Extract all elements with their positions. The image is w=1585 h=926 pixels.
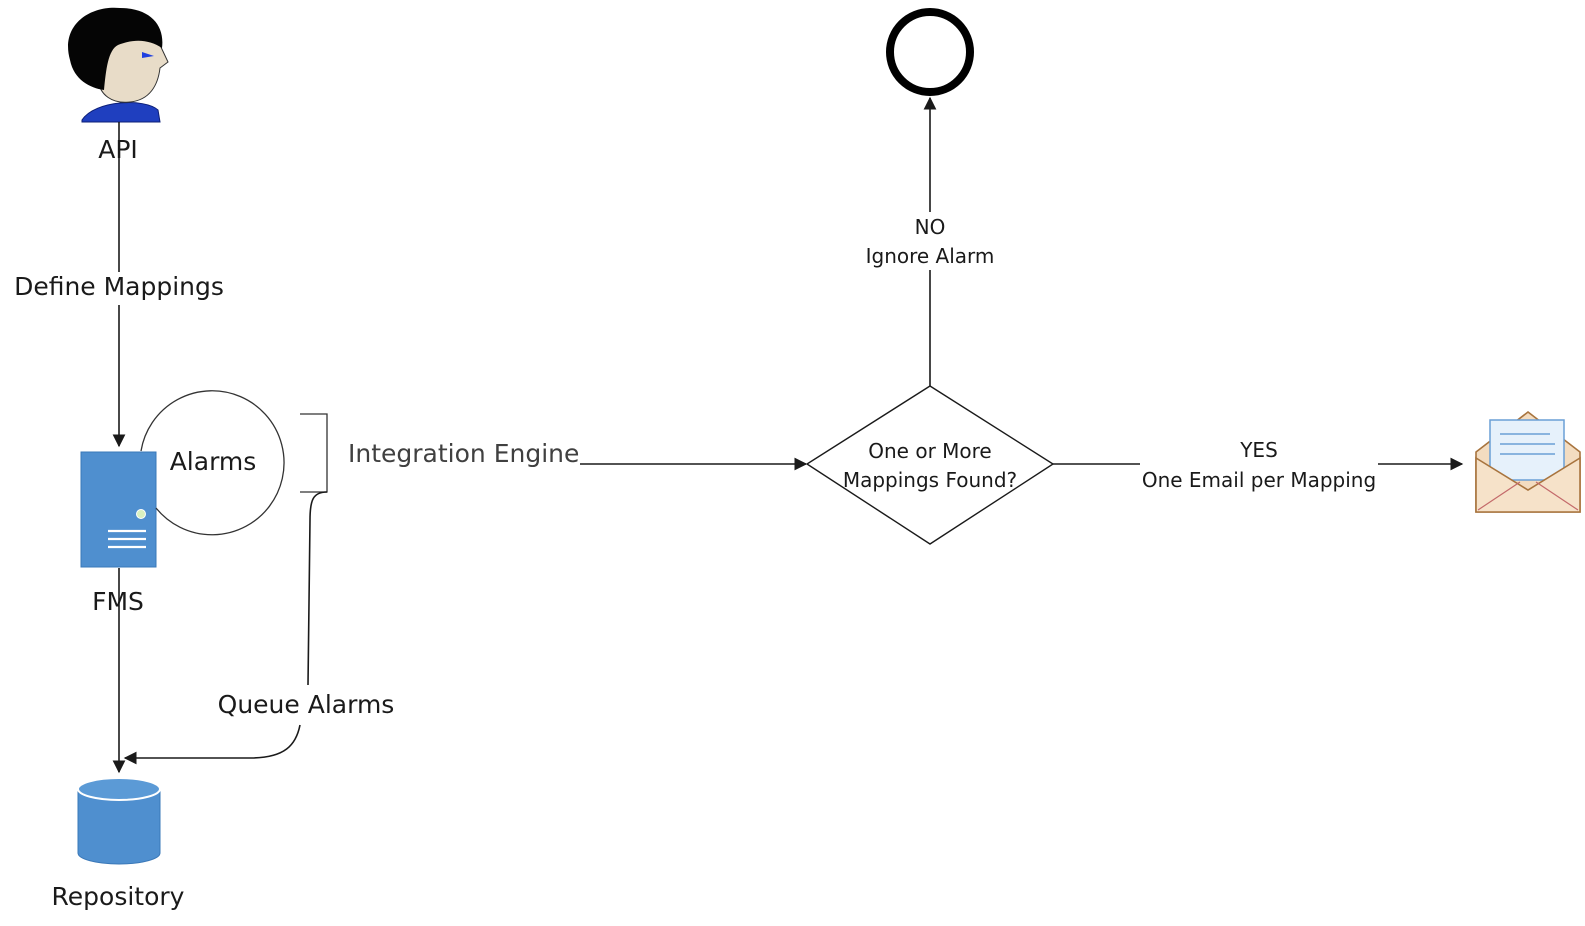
define-mappings-label: Define Mappings	[14, 272, 224, 301]
queue-alarms-label: Queue Alarms	[218, 690, 395, 719]
yes-branch-label-2: One Email per Mapping	[1142, 468, 1376, 492]
database-icon	[77, 777, 161, 865]
no-branch-label-1: NO	[915, 215, 946, 239]
integration-engine-bracket	[300, 413, 328, 493]
api-label: API	[98, 135, 138, 164]
decision-line-2: Mappings Found?	[843, 468, 1017, 492]
queue-alarms-edge	[307, 491, 328, 686]
end-event-circle	[886, 8, 974, 96]
alarms-loop	[140, 390, 285, 536]
person-icon	[68, 7, 169, 123]
alarms-label: Alarms	[170, 447, 257, 476]
server-icon	[80, 451, 157, 568]
yes-branch-label-1: YES	[1239, 438, 1278, 462]
no-branch-label-2: Ignore Alarm	[866, 244, 995, 268]
repository-label: Repository	[52, 882, 185, 911]
email-envelope-icon	[1475, 410, 1581, 513]
decision-line-1: One or More	[868, 439, 991, 463]
fms-label: FMS	[92, 587, 144, 616]
decision-diamond	[805, 385, 1055, 545]
integration-engine-label: Integration Engine	[348, 439, 579, 468]
